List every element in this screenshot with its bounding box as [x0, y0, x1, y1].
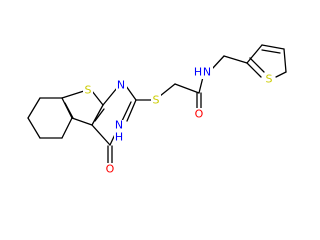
bond [61, 90, 85, 99]
bond [125, 85, 137, 101]
bond [71, 117, 93, 126]
bond [94, 108, 105, 122]
bond [159, 83, 176, 97]
atom-label-h-ring: H [115, 131, 123, 144]
atom-label-n-amide: N [203, 66, 211, 79]
bond [91, 90, 104, 106]
atom-label-s-thienyl: S [266, 73, 273, 86]
bond [91, 124, 111, 146]
label-background [105, 163, 116, 176]
bond [249, 57, 265, 73]
bond [246, 62, 262, 78]
bond [261, 44, 285, 50]
atom-label-o-amide: O [195, 108, 204, 121]
label-background [193, 66, 213, 79]
bond [64, 102, 74, 119]
bond [261, 49, 281, 54]
bond [121, 101, 132, 122]
atom-labels: S N S O H N S O N H [83, 66, 274, 176]
bonds [27, 44, 287, 164]
bond [223, 55, 248, 64]
label-background [116, 79, 127, 92]
label-background [264, 73, 274, 86]
bond [275, 71, 287, 78]
bond [283, 48, 287, 73]
bond [61, 117, 73, 139]
label-background [83, 84, 93, 97]
bond [246, 44, 263, 64]
bond [91, 104, 104, 126]
label-background [151, 93, 161, 106]
atom-label-s-thiophene-ring: S [85, 84, 92, 97]
bond [198, 76, 204, 94]
bond [126, 99, 137, 122]
atom-label-o-ketone: O [106, 163, 115, 176]
bond [102, 87, 118, 106]
molecule-structure-diagram: S N S O H N S O N H [27, 44, 287, 176]
label-background [114, 120, 125, 144]
bond [27, 97, 41, 119]
atom-label-s-thioether: S [153, 94, 160, 107]
atom-label-n-pyrimidine: N [117, 79, 125, 92]
atom-label-h-amide: H [194, 66, 202, 79]
bond [211, 55, 225, 70]
atom-label-n-ring: N [115, 119, 123, 132]
bond [174, 83, 200, 94]
label-background [194, 108, 205, 121]
bond [27, 117, 41, 139]
